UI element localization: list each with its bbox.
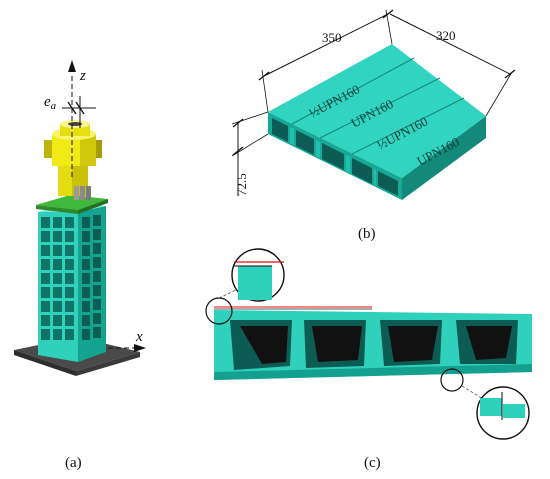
slab-top-face: [268, 44, 486, 178]
dim-tick: [504, 69, 516, 79]
panel-c: (c): [205, 248, 532, 471]
slab-right-face: [402, 116, 486, 200]
x-axis-arrow: [134, 344, 146, 352]
dim-line-width: [389, 13, 511, 75]
zoom-detail-right-fill-2: [503, 404, 525, 418]
slab-divider-1: [291, 57, 415, 125]
dim-line-length: [263, 13, 389, 77]
base-plate-edge: [14, 350, 76, 376]
dim-tick: [382, 9, 394, 19]
column-side-grid: [82, 215, 101, 340]
slab-divider-3: [351, 97, 465, 155]
column-cell-grid: [41, 217, 74, 340]
zoom-marker-right: [440, 368, 464, 392]
slab-divider-2: [319, 77, 441, 139]
eccentricity-tick-1: [67, 101, 77, 115]
panel-a: z ea x (a): [14, 60, 146, 471]
dim-tick: [232, 146, 244, 156]
loading-device: [44, 120, 102, 200]
eccentricity-label: ea: [44, 94, 57, 112]
dim-height-label: 72.5: [234, 173, 249, 196]
dim-tick: [232, 118, 244, 128]
top-plate-edge: [36, 205, 78, 214]
dim-ext-5: [231, 133, 269, 157]
caption-a: (a): [65, 455, 82, 471]
slab-opening-webs: [290, 127, 376, 186]
caption-b: (b): [358, 226, 376, 242]
zoom-leader: [218, 289, 237, 299]
dim-tick: [258, 71, 270, 81]
top-plate-edge-right: [78, 199, 108, 214]
zoom-detail-right-fill-1: [480, 398, 502, 416]
dim-length-label: 350: [322, 30, 342, 45]
z-axis-arrow: [68, 60, 76, 72]
z-axis-label: z: [79, 68, 86, 84]
dim-ext-3: [485, 71, 513, 117]
section-outer: [214, 310, 532, 380]
panel-b: ½UPN160 UPN160 ½UPN160 UPN160 350 320 72…: [231, 9, 516, 242]
slab-openings: [272, 118, 398, 196]
caption-c: (c): [364, 455, 381, 471]
base-plate-edge-right: [76, 352, 140, 376]
x-axis-label: x: [135, 329, 143, 345]
dim-ext-4: [231, 111, 269, 125]
dim-width-label: 320: [436, 28, 456, 43]
section-bottom-band: [214, 364, 532, 380]
dim-ext-2: [385, 9, 393, 45]
zoom-detail-left-fill: [238, 266, 272, 300]
section-cells: [230, 320, 518, 370]
